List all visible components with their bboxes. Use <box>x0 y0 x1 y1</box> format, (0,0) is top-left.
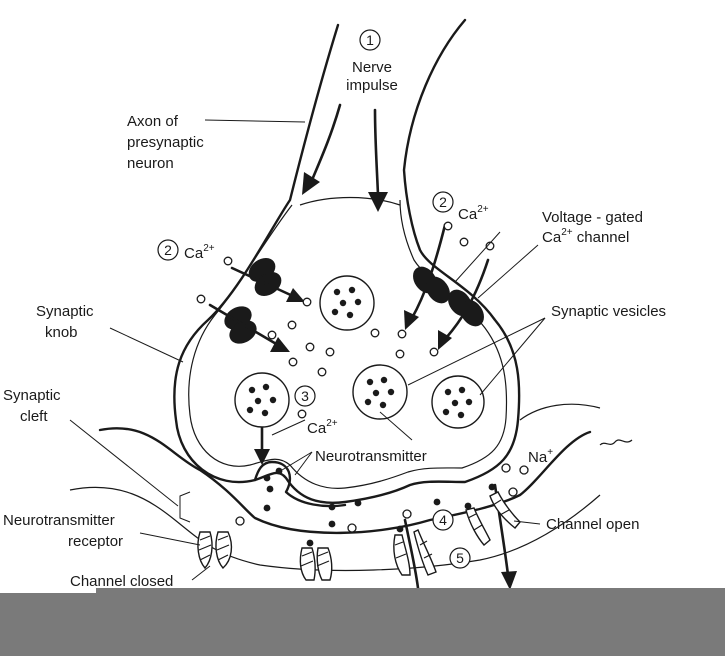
voltage-gated-label-2: Ca2+ channel <box>542 227 629 246</box>
calcium-arrow-lower-left <box>208 303 290 352</box>
sodium-label: Na+ <box>528 447 553 466</box>
calcium-channel-right-upper <box>413 266 450 304</box>
nerve-impulse-arrow-left <box>302 103 342 195</box>
vesicle-left <box>234 372 290 428</box>
receptor-channel-middle <box>299 547 333 581</box>
receptor-label-1: Neurotransmitter <box>3 512 115 529</box>
synaptic-cleft-bracket <box>69 419 191 523</box>
step-marker-3: 3 <box>294 385 316 407</box>
vesicle-top <box>319 275 375 331</box>
neurotransmitter-label: Neurotransmitter <box>315 448 427 465</box>
voltage-gated-label-1: Voltage - gated <box>542 209 643 226</box>
svg-text:1: 1 <box>366 32 374 48</box>
nerve-impulse-label-2: impulse <box>346 77 398 94</box>
svg-text:2: 2 <box>439 194 447 210</box>
step-marker-2-right: 2 <box>432 191 454 213</box>
calcium-arrow-upper-right <box>404 223 447 330</box>
vesicle-right <box>431 375 485 429</box>
channel-open-label: Channel open <box>546 516 639 533</box>
svg-text:3: 3 <box>301 388 309 404</box>
synaptic-vesicles-label: Synaptic vesicles <box>551 303 666 320</box>
calcium-arrow-lower-right <box>438 258 490 350</box>
receptor-label-2: receptor <box>68 533 123 550</box>
svg-text:2: 2 <box>164 242 172 258</box>
calcium-channel-left-lower <box>224 306 257 344</box>
vesicle-release-arrow <box>254 423 270 465</box>
calcium-arrow-upper-left <box>230 266 305 302</box>
synaptic-cleft-label-1: Synaptic <box>3 387 61 404</box>
footer-band <box>0 588 725 656</box>
nerve-impulse-label-1: Nerve <box>352 59 392 76</box>
footer-notch <box>0 588 96 593</box>
svg-text:5: 5 <box>456 550 464 566</box>
step-marker-4: 4 <box>432 509 454 531</box>
axon-label-2: presynaptic <box>127 134 204 151</box>
synaptic-knob-label-2: knob <box>45 324 78 341</box>
sodium-influx-arrow-left <box>403 518 420 590</box>
ca-label-step3: Ca2+ <box>307 418 338 437</box>
ca-label-left: Ca2+ <box>184 243 215 262</box>
calcium-ions <box>196 221 495 419</box>
vesicle-center <box>352 364 408 420</box>
step-marker-5: 5 <box>449 547 471 569</box>
leader-lines <box>109 119 546 581</box>
receptor-channel-open-right <box>465 491 521 546</box>
receptor-channel-open-center <box>393 529 437 576</box>
nerve-impulse-arrow-right <box>368 108 388 212</box>
step-marker-1: 1 <box>359 29 381 51</box>
sodium-ions <box>501 463 529 497</box>
axon-label-1: Axon of <box>127 113 179 130</box>
synaptic-cleft-label-2: cleft <box>20 408 48 425</box>
channel-closed-label: Channel closed <box>70 573 173 590</box>
step-marker-2-left: 2 <box>157 239 179 261</box>
receptor-channel-closed-left <box>197 531 233 570</box>
synaptic-knob-label-1: Synaptic <box>36 303 94 320</box>
ca-label-right: Ca2+ <box>458 204 489 223</box>
axon-label-3: neuron <box>127 155 174 172</box>
neurotransmitter-molecules <box>235 467 496 547</box>
postsynaptic-membrane <box>69 403 633 572</box>
svg-text:4: 4 <box>439 512 447 528</box>
